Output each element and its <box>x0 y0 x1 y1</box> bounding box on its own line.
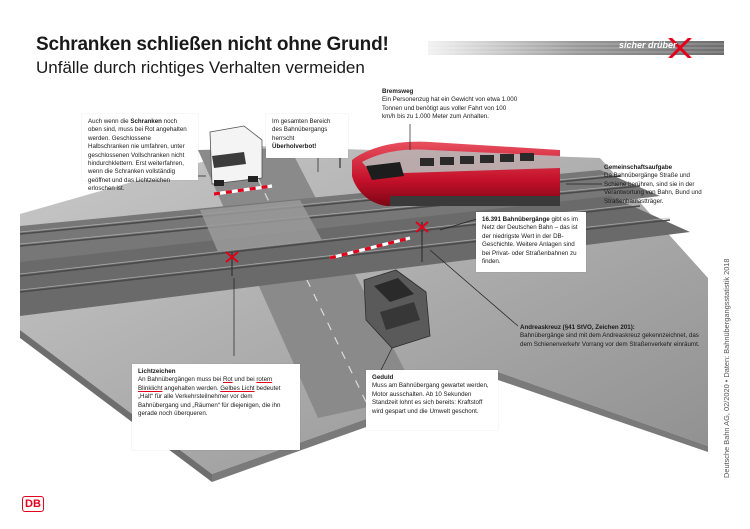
note-geduld: Geduld Muss am Bahnübergang gewartet wer… <box>366 370 498 430</box>
barrier-arms <box>213 184 411 260</box>
page-title: Schranken schließen nicht ohne Grund! <box>36 34 389 55</box>
source-credit: Deutsche Bahn AG, 02/2020 • Daten: Bahnü… <box>722 258 731 478</box>
note-gemeinschaftsaufgabe: Gemeinschaftsaufgabe Da Bahnübergänge St… <box>604 164 702 205</box>
callout-lines <box>178 124 602 373</box>
page-subtitle: Unfälle durch richtiges Verhalten vermei… <box>36 58 365 77</box>
regional-train <box>352 141 560 206</box>
db-logo: DB <box>22 496 44 512</box>
note-schranken: Auch wenn die Schranken noch oben sind, … <box>82 114 198 192</box>
note-ueberholverbot: Im gesamten Bereich des Bahnübergangs he… <box>266 114 348 158</box>
cross-x-icon <box>668 38 692 58</box>
waiting-car <box>363 269 431 349</box>
note-lichtzeichen: Lichtzeichen An Bahnübergängen muss bei … <box>132 364 300 450</box>
brand-slogan: sicher drüber <box>619 40 677 50</box>
waiting-van <box>209 125 263 186</box>
brand-slogan-bar <box>428 38 724 58</box>
note-bahnuebergaenge-zahl: 16.391 Bahnübergänge gibt es im Netz der… <box>476 212 586 272</box>
note-bremsweg: Bremsweg Ein Personenzug hat ein Gewicht… <box>382 88 518 121</box>
note-andreaskreuz: Andreaskreuz (§41 StVO, Zeichen 201): Ba… <box>520 324 700 348</box>
